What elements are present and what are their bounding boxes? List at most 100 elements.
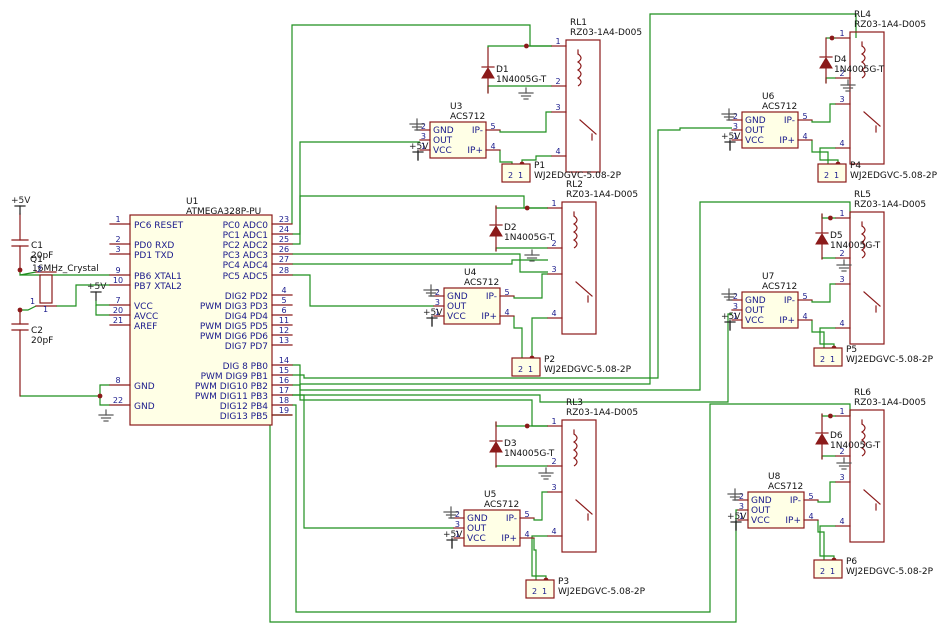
connector-body (813, 347, 843, 367)
wire-xtal-c2 (20, 305, 37, 311)
connector-pin-number: 2 (532, 587, 537, 596)
diode-part: 1N4005G-T (504, 449, 555, 459)
acs712-ref: U7 (762, 272, 774, 282)
power-label: +5V (721, 132, 741, 142)
acs712-pin-number: 3 (733, 122, 738, 131)
acs712-pin-number: 2 (435, 288, 440, 297)
wire-pc4 (292, 259, 548, 265)
wire-pc1-u3 (292, 141, 420, 235)
relay-pin-number: 3 (839, 95, 844, 104)
mcu-pin-name: PB6 XTAL1 (134, 272, 182, 282)
wire-gnd-c2 (20, 384, 110, 397)
relay-pin-number: 3 (839, 275, 844, 284)
mcu-pin-number: 3 (115, 245, 120, 254)
mcu-ground (98, 409, 114, 422)
mcu-pin-number: 25 (279, 235, 289, 244)
relay-body (565, 39, 601, 173)
acs712-body (463, 509, 521, 547)
diode-ref: D2 (504, 223, 517, 233)
acs712-pin-name: OUT (751, 506, 771, 516)
acs712-pin-number: 3 (421, 132, 426, 141)
relay-part: RZ03-1A4-D005 (566, 190, 638, 200)
connector-pin-number: 2 (518, 365, 523, 374)
mcu-pin-name: PC2 ADC2 (223, 241, 268, 251)
acs712-pin-number: 2 (739, 492, 744, 501)
cap-c1-ref: C1 (31, 241, 43, 251)
mcu-pin-name: DIG4 PD4 (225, 312, 269, 322)
relay-pin-number: 2 (551, 239, 556, 248)
relay-body (849, 409, 885, 543)
connector-body (511, 357, 541, 377)
wire-diode-bottom-0 (487, 85, 552, 93)
acs712-body (443, 287, 501, 325)
cap-c1-value: 20pF (31, 251, 53, 261)
acs712-pin-number: 3 (739, 502, 744, 511)
relay-ground-3 (840, 79, 856, 92)
acs712-pin-number: 1 (733, 312, 738, 321)
relay-coil (576, 53, 582, 87)
relay-ref: RL4 (854, 10, 871, 20)
wire-pb3-u7 (292, 313, 732, 403)
crystal-pin-2: 2 (37, 265, 42, 274)
connector-body (813, 559, 843, 579)
connector-ref: P3 (558, 577, 569, 587)
junction-dot (524, 423, 530, 429)
wire-ipplus-conn-2 (533, 538, 537, 580)
connector-pin-number: 1 (528, 365, 533, 374)
mcu-pin-number: 19 (279, 406, 289, 415)
relay-contact-arm (863, 489, 881, 505)
diode-triangle (489, 225, 503, 237)
acs712-pin-name: VCC (745, 136, 764, 146)
mcu-pin-name: PC1 ADC1 (223, 231, 268, 241)
wire-ipminus-relay-5 (817, 481, 836, 503)
wire-diode-bottom-2 (495, 465, 548, 467)
acs712-pin-name: GND (467, 514, 488, 524)
mcu-pin-number: 11 (279, 316, 289, 325)
mcu-pin-name: DIG12 PB4 (220, 402, 268, 412)
acs712-pin-name: IP+ (779, 136, 795, 146)
connector-part: WJ2EDGVC-5.08-2P (846, 355, 934, 365)
wire-ipplus-conn-1 (513, 316, 523, 358)
acs712-body (741, 291, 799, 329)
relay-ref: RL6 (854, 388, 871, 398)
connector-pin-number: 2 (824, 171, 829, 180)
acs712-pin-name: IP- (784, 296, 795, 306)
mcu-pin-number: 5 (281, 296, 286, 305)
relay-pin-number: 2 (839, 69, 844, 78)
relay-ref: RL2 (566, 180, 583, 190)
connector-ref: P2 (544, 355, 555, 365)
acs712-pin-number: 1 (435, 308, 440, 317)
acs712-vcc: +5V (443, 530, 463, 549)
connector-body (525, 579, 555, 599)
mcu-part: ATMEGA328P-PU (186, 207, 261, 217)
mcu-pin-number: 2 (115, 235, 120, 244)
relay-coil (860, 45, 866, 79)
wire-diode-bottom-1 (495, 247, 548, 251)
wire-pb4-relay6 (292, 403, 851, 613)
mcu-pin-number: 20 (113, 306, 123, 315)
mcu-pin-name: PWM DIG6 PD6 (200, 332, 268, 342)
acs712-ref: U4 (464, 268, 477, 278)
wire-ipplus-conn-0 (499, 150, 513, 164)
mcu-pin-name: PD0 RXD (134, 241, 174, 251)
acs712-pin-name: VCC (433, 146, 452, 156)
acs712-part: ACS712 (762, 282, 797, 292)
acs712-pin-name: OUT (745, 306, 765, 316)
relay-pin-number: 4 (551, 527, 556, 536)
diode-part: 1N4005G-T (830, 441, 881, 451)
connector-pin-number: 1 (542, 587, 547, 596)
power-label: +5V (727, 512, 747, 522)
mcu-pin-number: 17 (279, 386, 289, 395)
acs712-pin-name: IP- (790, 496, 801, 506)
connector-pin-number: 1 (830, 567, 835, 576)
